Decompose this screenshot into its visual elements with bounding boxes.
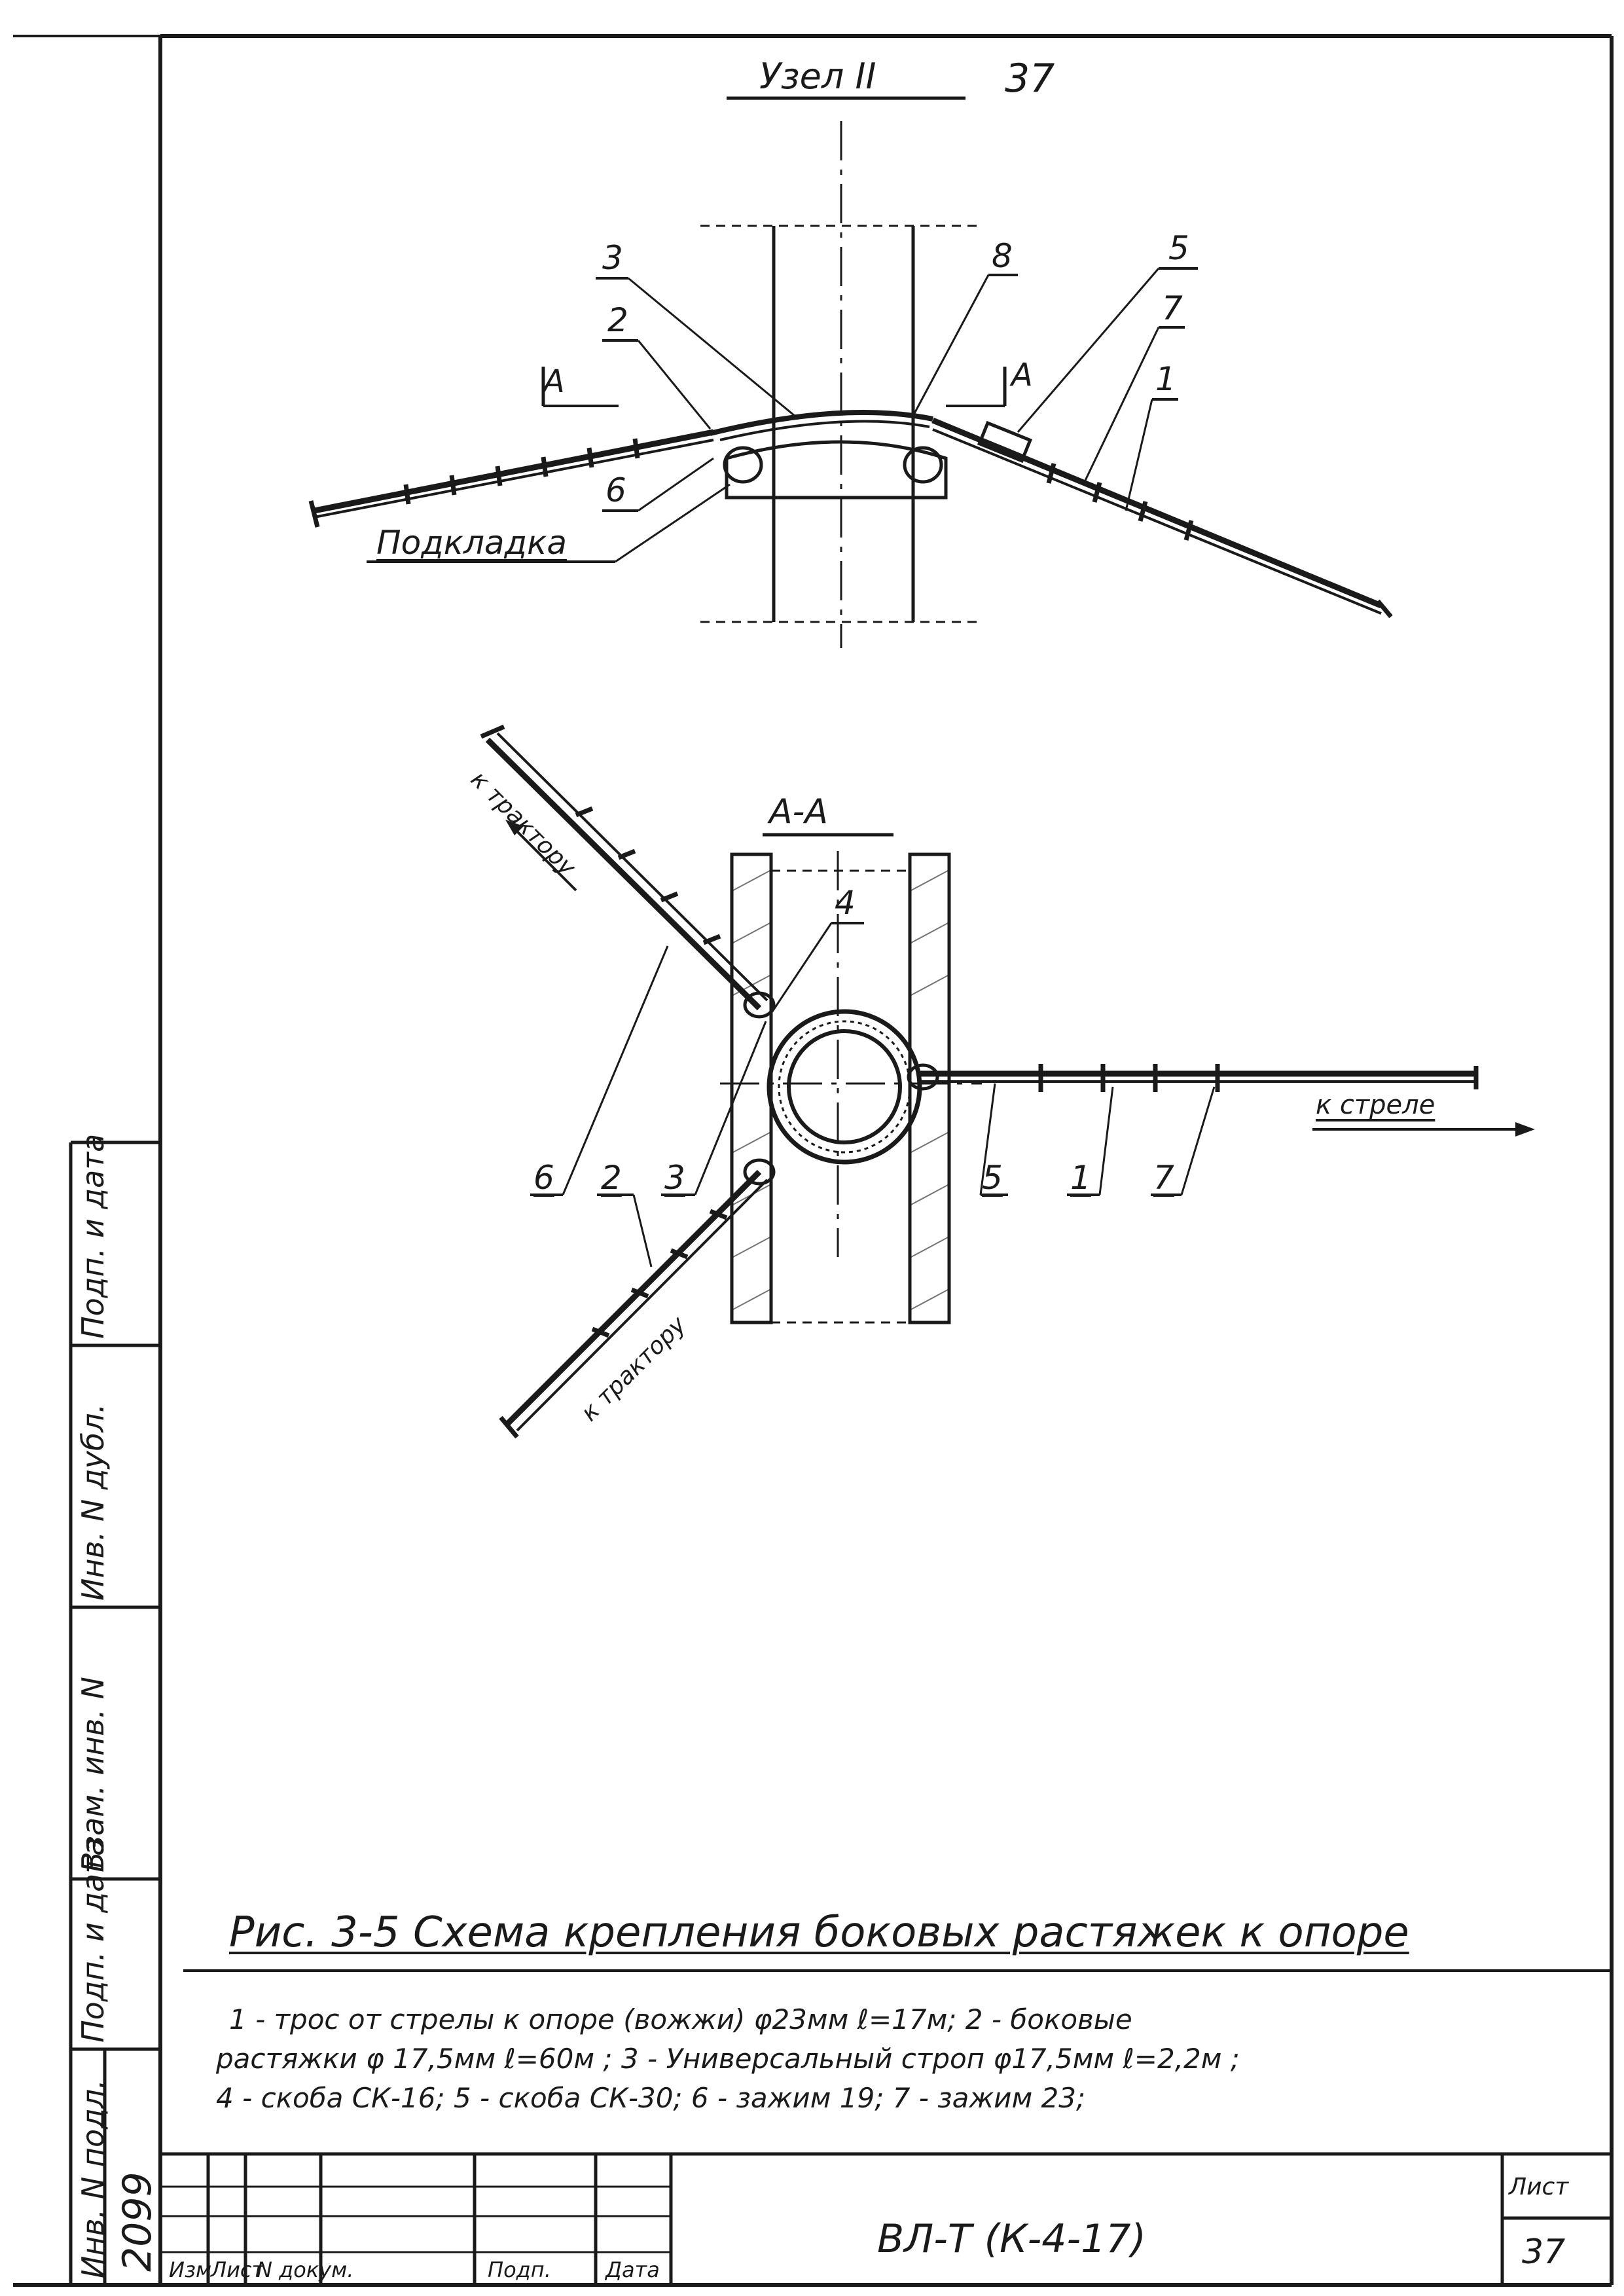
stamp-inv-podl: Инв. N подл.	[75, 2079, 111, 2278]
side-number: 2099	[115, 2172, 160, 2272]
section-a-a-view	[480, 724, 1525, 1439]
callout-3-section: 3	[664, 1159, 685, 1197]
callout-2-top: 2	[607, 301, 628, 339]
callout-6-top: 6	[605, 471, 626, 509]
section-title: А-А	[769, 792, 828, 831]
callout-6-section: 6	[533, 1159, 554, 1197]
tb-header-izm: Изм	[169, 2257, 212, 2282]
callout-2-section: 2	[601, 1159, 622, 1197]
arrowheads	[505, 820, 1535, 1137]
legend-line-2: растяжки φ 17,5мм ℓ=60м ; 3 - Универсаль…	[216, 2043, 1240, 2075]
sheet-number-top: 37	[1005, 56, 1055, 101]
stamp-inv-dubl: Инв. N дубл.	[75, 1403, 111, 1601]
to-boom-label: к стреле	[1316, 1090, 1435, 1120]
tb-sheet-number: 37	[1522, 2232, 1566, 2272]
node-title: Узел II	[759, 56, 876, 97]
callout-5-top: 5	[1168, 229, 1189, 267]
tb-header-data: Дата	[605, 2257, 660, 2282]
tb-header-ndokum: N докум.	[257, 2257, 354, 2282]
node-ii-view	[308, 96, 1393, 648]
figure-caption: Рис. 3-5 Схема крепления боковых растяже…	[229, 1908, 1409, 1957]
callout-7-section: 7	[1153, 1159, 1174, 1197]
callout-5-section: 5	[982, 1159, 1003, 1197]
tb-header-list: Лист	[211, 2257, 264, 2282]
section-mark-left: А	[543, 363, 565, 400]
callout-3-top: 3	[602, 239, 623, 277]
legend-line-1: 1 - трос от стрелы к опоре (вожжи) φ23мм…	[229, 2003, 1132, 2035]
section-mark-right: А	[1011, 357, 1033, 393]
callout-1-section: 1	[1070, 1159, 1091, 1197]
legend-line-3: 4 - скоба СК-16; 5 - скоба СК-30; 6 - за…	[216, 2082, 1086, 2114]
callout-4-section: 4	[835, 884, 856, 922]
stamp-podp-data-2: Подп. и дата	[75, 1133, 111, 1339]
clamp-marks-top	[403, 438, 1194, 541]
pole-hatching	[732, 870, 948, 1310]
clamp-marks-section	[575, 806, 1220, 1338]
podkladka-label: Подкладка	[376, 524, 567, 562]
tb-header-podp: Подп.	[488, 2257, 551, 2282]
callout-1-top: 1	[1155, 360, 1176, 398]
callout-8-top: 8	[992, 237, 1013, 275]
callout-7-top: 7	[1162, 289, 1183, 327]
tb-designation: ВЛ-Т (К-4-17)	[877, 2216, 1146, 2262]
stamp-vzam-inv: Взам. инв. N	[75, 1677, 111, 1872]
tb-sheet-label: Лист	[1509, 2174, 1569, 2200]
